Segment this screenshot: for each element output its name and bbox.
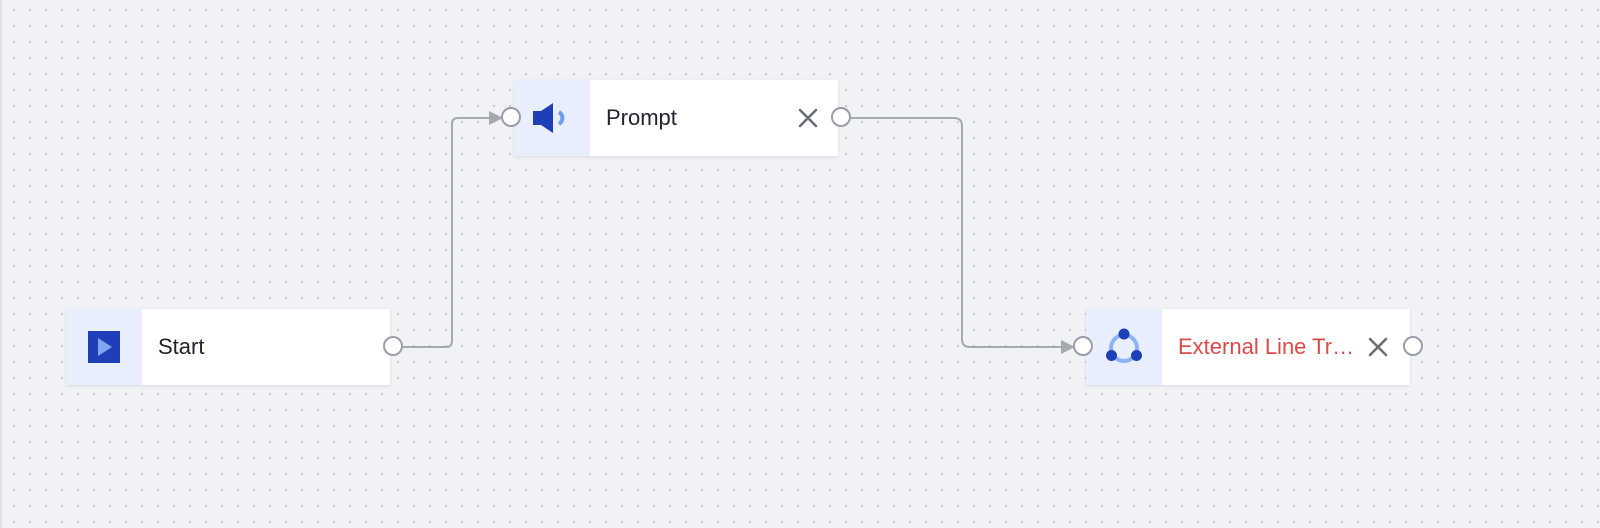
node-prompt[interactable]: Prompt [501,80,851,156]
node-icon-panel [514,80,590,156]
node-icon-panel [66,309,142,385]
input-port[interactable] [1073,336,1093,356]
node-external-line-transfer[interactable]: External Line Tr… [1073,309,1423,385]
node-start[interactable]: Start [66,309,403,385]
node-label: Start [158,334,205,359]
speaker-icon [533,103,565,133]
share-network-icon [1106,328,1142,363]
node-icon-panel [1086,309,1162,385]
edge-prompt-to-external-line-transfer[interactable] [847,117,1075,354]
node-label: Prompt [606,105,677,130]
input-port[interactable] [501,107,521,127]
close-icon[interactable] [792,102,824,134]
output-port[interactable] [1403,336,1423,356]
play-icon [88,331,120,363]
output-port[interactable] [831,107,851,127]
edge-start-to-prompt[interactable] [399,111,503,348]
node-label: External Line Tr… [1178,334,1355,359]
close-icon[interactable] [1362,331,1394,363]
output-port[interactable] [383,336,403,356]
